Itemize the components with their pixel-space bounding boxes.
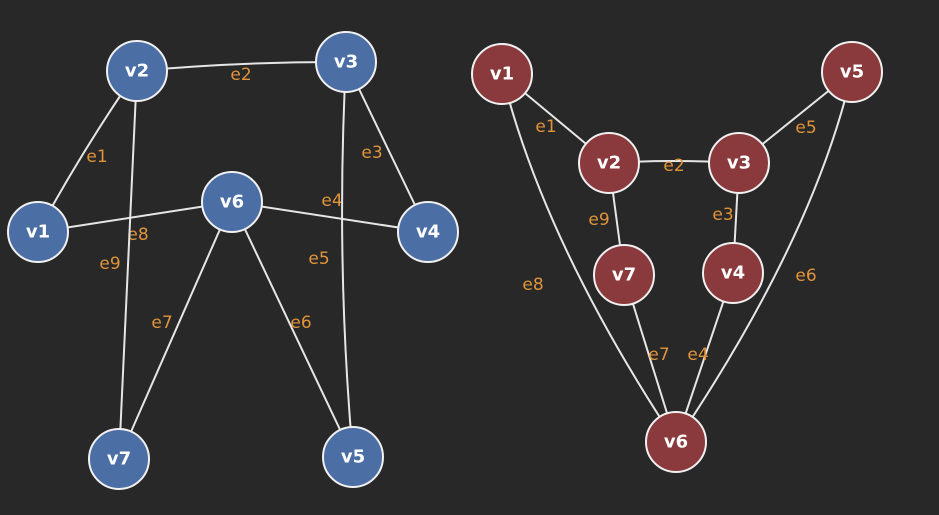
edges: e1 e2 e3 e4 e5 e6 e7 e8 e9: [37, 60, 429, 460]
edge-label-e2: e2: [230, 65, 251, 85]
node-label: v7: [612, 265, 636, 286]
node-v5[interactable]: v5: [821, 41, 883, 103]
node-label: v4: [721, 263, 745, 284]
node-v6[interactable]: v6: [201, 171, 263, 233]
node-v4[interactable]: v4: [397, 201, 459, 263]
node-label: v6: [664, 432, 688, 453]
edge-label-e9: e9: [588, 210, 609, 230]
edge-label-e7: e7: [648, 345, 669, 365]
edge-label-e2: e2: [663, 156, 684, 176]
node-circle[interactable]: [106, 40, 168, 102]
node-label: v1: [26, 222, 50, 243]
edge-label-e6: e6: [795, 266, 816, 286]
node-label: v7: [107, 449, 131, 470]
node-v7[interactable]: v7: [88, 428, 150, 490]
node-label: v2: [597, 153, 621, 174]
node-v1[interactable]: v1: [471, 43, 533, 105]
edge-e9-v2-v7: [118, 70, 138, 460]
edge-label-e8: e8: [127, 225, 148, 245]
node-label: v3: [727, 153, 751, 174]
edge-label-e7: e7: [151, 313, 172, 333]
node-circle[interactable]: [708, 132, 770, 194]
nodes: v1 v2 v3 v4 v5 v6 v7: [471, 41, 883, 473]
node-v1[interactable]: v1: [7, 201, 69, 263]
edge-e7-v6-v7: [118, 201, 233, 460]
edge-label-e3: e3: [361, 143, 382, 163]
node-v6[interactable]: v6: [645, 411, 707, 473]
node-v4[interactable]: v4: [702, 242, 764, 304]
edge-label-e4: e4: [321, 191, 342, 211]
node-v3[interactable]: v3: [315, 31, 377, 93]
edge-label-e1: e1: [86, 147, 107, 167]
node-v2[interactable]: v2: [106, 40, 168, 102]
node-circle[interactable]: [201, 171, 263, 233]
edge-label-e5: e5: [795, 118, 816, 138]
node-circle[interactable]: [578, 132, 640, 194]
edge-label-e3: e3: [712, 205, 733, 225]
node-label: v2: [125, 61, 149, 82]
node-circle[interactable]: [471, 43, 533, 105]
nodes: v1 v2 v3 v4 v5 v6 v7: [7, 31, 459, 490]
node-circle[interactable]: [7, 201, 69, 263]
node-label: v5: [341, 447, 365, 468]
node-label: v4: [416, 222, 440, 243]
edge-e6-v6-v5: [231, 201, 354, 458]
edge-label-e1: e1: [535, 117, 556, 137]
node-v7[interactable]: v7: [593, 244, 655, 306]
edge-label-e9: e9: [99, 254, 120, 274]
node-v3[interactable]: v3: [708, 132, 770, 194]
edge-e5-v3-v5: [341, 61, 354, 458]
node-circle[interactable]: [322, 426, 384, 488]
node-v5[interactable]: v5: [322, 426, 384, 488]
edge-e8-v1-v6: [501, 73, 677, 443]
edge-e6-v5-v6: [675, 71, 853, 443]
node-circle[interactable]: [88, 428, 150, 490]
edge-label-e5: e5: [308, 249, 329, 269]
node-label: v6: [220, 192, 244, 213]
node-circle[interactable]: [315, 31, 377, 93]
edge-label-e6: e6: [290, 313, 311, 333]
node-v2[interactable]: v2: [578, 132, 640, 194]
node-circle[interactable]: [397, 201, 459, 263]
right-graph: e1 e2 e3 e4 e5 e6 e7 e8 e9 v1 v2 v3 v4 v5 v6 v7: [471, 41, 883, 473]
node-circle[interactable]: [645, 411, 707, 473]
edge-label-e8: e8: [522, 275, 543, 295]
edges: e1 e2 e3 e4 e5 e6 e7 e8 e9: [501, 71, 853, 443]
node-circle[interactable]: [821, 41, 883, 103]
left-graph: e1 e2 e3 e4 e5 e6 e7 e8 e9 v1 v2 v3 v4 v5 v6 v7: [7, 31, 459, 490]
node-label: v1: [490, 64, 514, 85]
edge-label-e4: e4: [687, 345, 708, 365]
node-label: v3: [334, 52, 358, 73]
node-label: v5: [840, 62, 864, 83]
node-circle[interactable]: [593, 244, 655, 306]
node-circle[interactable]: [702, 242, 764, 304]
